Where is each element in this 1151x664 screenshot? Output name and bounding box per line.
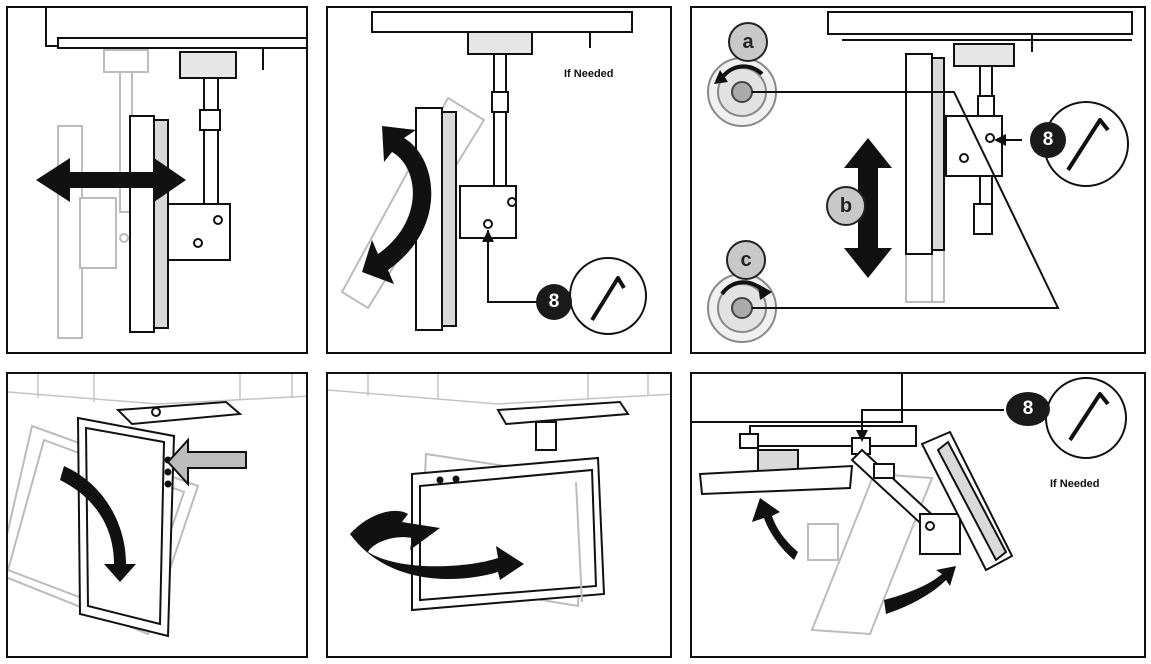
- press-arrow: [166, 437, 247, 487]
- swivel-illustration: [36, 8, 306, 339]
- panel-rotate-landscape: [326, 372, 672, 658]
- callout-c: c: [726, 240, 766, 280]
- rotate-landscape-illustration: [328, 374, 670, 612]
- callout-a: a: [728, 22, 768, 62]
- fold-out-arrow: [884, 566, 956, 614]
- hex-key-size-badge: 8: [1030, 122, 1066, 158]
- knob-c-illustration: [707, 273, 777, 343]
- callout-b: b: [826, 186, 866, 226]
- tilt-illustration: [340, 11, 647, 335]
- if-needed-note: If Needed: [564, 68, 614, 80]
- hex-key-icon: [590, 276, 626, 322]
- fold-up-illustration: [692, 374, 1127, 636]
- height-arrow: [844, 138, 892, 278]
- swivel-arrow: [36, 158, 186, 202]
- if-needed-note: If Needed: [1050, 478, 1100, 490]
- tilt-arrow: [362, 126, 432, 284]
- fold-up-arrow: [752, 498, 798, 560]
- panel-height-adjust: a b c 8: [690, 6, 1146, 354]
- panel-rotate-portrait: [6, 372, 308, 658]
- hex-key-icon: [1068, 392, 1110, 442]
- hex-key-size-badge: 8: [1006, 392, 1050, 426]
- swing-arrow: [350, 510, 524, 580]
- panel-tilt: If Needed 8: [326, 6, 672, 354]
- panel-fold-up: 8 If Needed: [690, 372, 1146, 658]
- hex-key-size-badge: 8: [536, 284, 572, 320]
- rotate-portrait-illustration: [8, 374, 306, 638]
- hex-key-icon: [1066, 118, 1110, 172]
- height-adjust-illustration: [707, 11, 1133, 343]
- panel-swivel: [6, 6, 308, 354]
- rotate-arrow: [60, 466, 136, 582]
